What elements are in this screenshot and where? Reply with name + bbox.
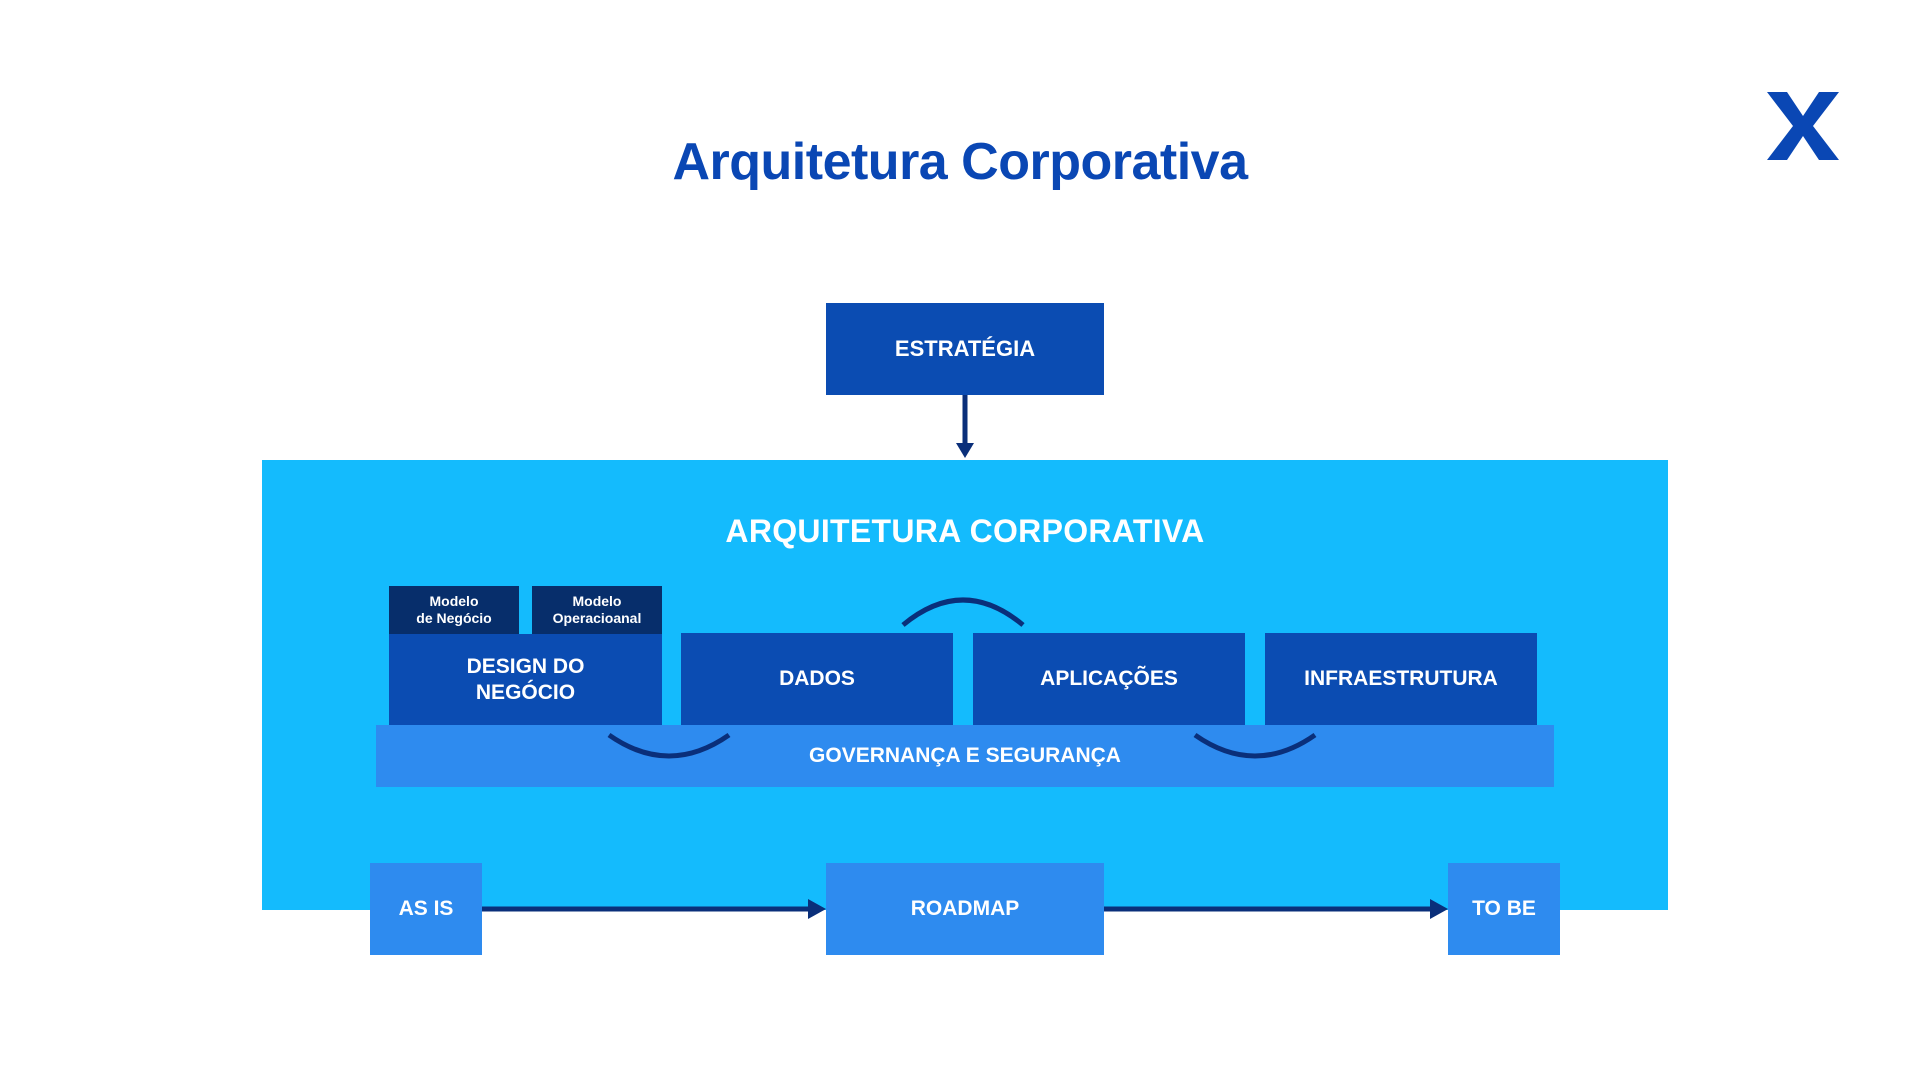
- pillar-data: DADOS: [681, 633, 953, 725]
- sub-model-operational-line2: Operacioanal: [552, 610, 642, 626]
- strategy-label: ESTRATÉGIA: [894, 336, 1036, 361]
- strategy-box: ESTRATÉGIA: [826, 303, 1104, 395]
- as-is-to-roadmap-arrow: [482, 899, 826, 919]
- as-is-box: AS IS: [370, 863, 482, 955]
- x-logo-icon: [1767, 92, 1839, 160]
- data-applications-arc: [901, 597, 1025, 627]
- strategy-down-arrow: [956, 395, 974, 458]
- pillar-business-design-line1: DESIGN DO: [466, 654, 585, 678]
- sub-model-business: Modelo de Negócio: [389, 586, 519, 634]
- pillar-data-label: DADOS: [779, 667, 855, 690]
- as-is-label: AS IS: [398, 897, 454, 920]
- governance-label: GOVERNANÇA E SEGURANÇA: [809, 744, 1121, 767]
- pillar-applications: APLICAÇÕES: [973, 633, 1245, 725]
- page-title: Arquitetura Corporativa: [672, 133, 1248, 191]
- sub-model-business-line2: de Negócio: [416, 610, 492, 626]
- sub-model-operational: Modelo Operacioanal: [532, 586, 662, 634]
- architecture-title: ARQUITETURA CORPORATIVA: [725, 513, 1205, 549]
- sub-model-business-line1: Modelo: [429, 593, 479, 609]
- pillar-infrastructure: INFRAESTRUTURA: [1265, 633, 1537, 725]
- infrastructure-governance-arc: [1193, 732, 1317, 759]
- pillar-applications-label: APLICAÇÕES: [1040, 667, 1178, 690]
- pillar-business-design: DESIGN DO NEGÓCIO: [389, 634, 662, 725]
- governance-bar: GOVERNANÇA E SEGURANÇA: [376, 725, 1554, 787]
- roadmap-label: ROADMAP: [910, 897, 1020, 920]
- pillar-business-design-line2: NEGÓCIO: [475, 680, 576, 704]
- pillar-infrastructure-label: INFRAESTRUTURA: [1304, 667, 1498, 690]
- roadmap-to-to-be-arrow: [1104, 899, 1448, 919]
- roadmap-box: ROADMAP: [826, 863, 1104, 955]
- to-be-box: TO BE: [1448, 863, 1560, 955]
- to-be-label: TO BE: [1472, 897, 1536, 920]
- sub-model-operational-line1: Modelo: [572, 593, 622, 609]
- business-governance-arc: [607, 732, 731, 759]
